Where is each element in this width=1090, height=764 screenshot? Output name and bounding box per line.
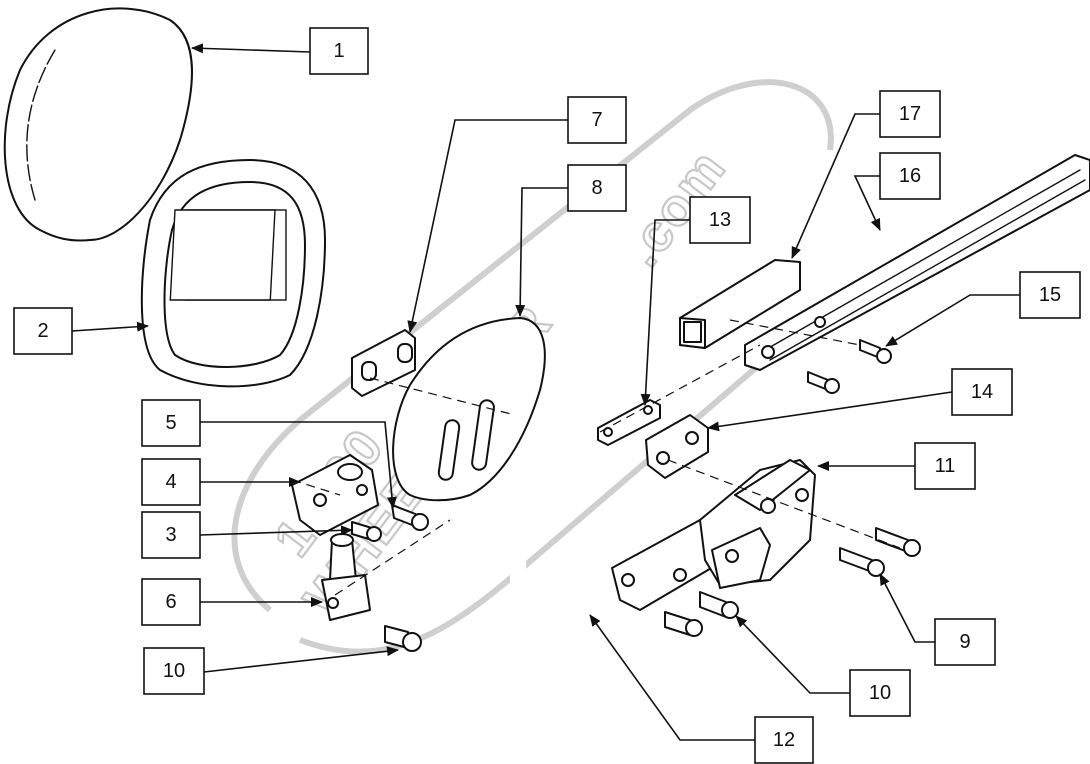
callout-13: 13 [709, 209, 731, 231]
callout-3: 3 [165, 524, 176, 546]
callouts: 1 2 5 4 3 6 10 7 8 13 [13, 27, 1081, 764]
callout-box-17 [879, 90, 941, 138]
part-8-back-plate [392, 317, 546, 502]
callout-box-15 [1019, 271, 1081, 319]
callout-6: 6 [165, 591, 176, 613]
callout-box-11 [914, 442, 976, 490]
callout-7: 7 [591, 109, 602, 131]
part-17-square-tube [679, 259, 801, 349]
callout-box-12 [754, 716, 814, 764]
callout-14: 14 [971, 381, 993, 403]
callout-4: 4 [165, 471, 176, 493]
callout-box-5 [141, 399, 201, 447]
callout-box-10a [143, 647, 205, 695]
part-14-spacer-block [645, 414, 709, 479]
callout-box-14 [951, 368, 1013, 416]
callout-5: 5 [165, 412, 176, 434]
callout-8: 8 [591, 177, 602, 199]
callout-10a: 10 [163, 660, 185, 682]
callout-1: 1 [333, 40, 344, 62]
part-11-hinge-bracket [611, 459, 816, 611]
callout-box-8 [567, 164, 627, 212]
callout-box-6 [141, 578, 201, 626]
callout-16: 16 [899, 165, 921, 187]
part-15-screw [807, 339, 892, 394]
part-12-bent-rod [417, 497, 603, 642]
callout-17: 17 [899, 103, 921, 125]
part-4-clamp-block [291, 454, 379, 536]
callout-15: 15 [1039, 284, 1061, 306]
callout-box-16 [879, 152, 941, 200]
callout-10b: 10 [869, 682, 891, 704]
part-3-screw [351, 521, 382, 542]
callout-2: 2 [37, 320, 48, 342]
callout-11: 11 [935, 455, 956, 477]
callout-box-13 [689, 196, 751, 244]
part-10-screw-right [664, 591, 739, 637]
callout-box-7 [567, 96, 627, 144]
part-2-headrest-frame [140, 159, 326, 388]
callout-box-10b [849, 669, 911, 717]
part-9-screws [839, 527, 921, 577]
part-16-rail [744, 154, 1090, 371]
callout-9: 9 [959, 631, 970, 653]
callout-12: 12 [773, 729, 795, 751]
part-7-pin-plate [351, 329, 416, 397]
callout-box-3 [141, 511, 201, 559]
part-5-bolt [391, 504, 429, 531]
callout-box-9 [934, 618, 996, 666]
part-1-headrest-pad [3, 7, 193, 242]
part-10-screw-left [384, 625, 422, 652]
callout-box-2 [13, 307, 73, 355]
callout-box-1 [309, 27, 369, 75]
callout-box-4 [141, 458, 201, 506]
